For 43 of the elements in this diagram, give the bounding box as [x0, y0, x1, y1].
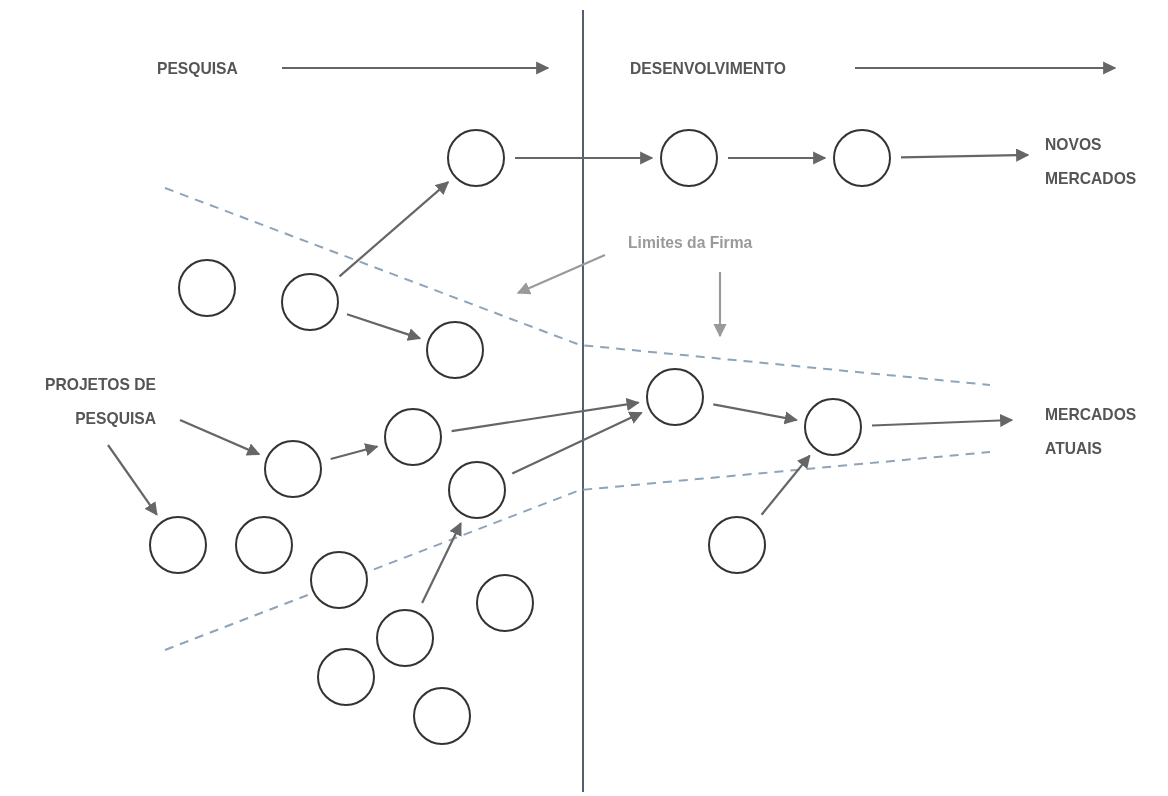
circle-node [235, 516, 293, 574]
circle-node [149, 516, 207, 574]
circle-node [447, 129, 505, 187]
arrow [511, 411, 643, 475]
text-label: PESQUISA [157, 52, 238, 86]
arrow [282, 61, 550, 75]
circle-node [833, 129, 891, 187]
arrow [760, 454, 811, 516]
circle-node [660, 129, 718, 187]
arrow [179, 419, 261, 456]
leader-line [516, 254, 606, 295]
arrow [107, 444, 158, 516]
arrow [346, 313, 422, 341]
arrow [515, 151, 654, 165]
arrow [728, 151, 827, 165]
text-label: PROJETOS DE PESQUISA [18, 368, 156, 436]
circle-node [708, 516, 766, 574]
text-label: NOVOS MERCADOS [1045, 128, 1160, 196]
arrow [855, 61, 1117, 75]
text-label: MERCADOS ATUAIS [1045, 398, 1160, 466]
circle-node [426, 321, 484, 379]
circle-node [317, 648, 375, 706]
circle-node [476, 574, 534, 632]
circle-node [804, 398, 862, 456]
circle-node [384, 408, 442, 466]
text-label: Limites da Firma [628, 226, 753, 260]
arrow [901, 148, 1030, 162]
arrow [330, 443, 379, 461]
circle-node [264, 440, 322, 498]
circle-node [310, 551, 368, 609]
circle-node [178, 259, 236, 317]
text-label: DESENVOLVIMENTO [630, 52, 786, 86]
circle-node [281, 273, 339, 331]
arrow [451, 397, 640, 433]
arrow [713, 403, 798, 425]
circle-node [448, 461, 506, 519]
circle-node [413, 687, 471, 745]
circle-node [376, 609, 434, 667]
circle-node [646, 368, 704, 426]
arrow [338, 181, 450, 278]
arrow [421, 522, 462, 604]
leader-line [713, 272, 727, 338]
arrow [871, 413, 1014, 428]
